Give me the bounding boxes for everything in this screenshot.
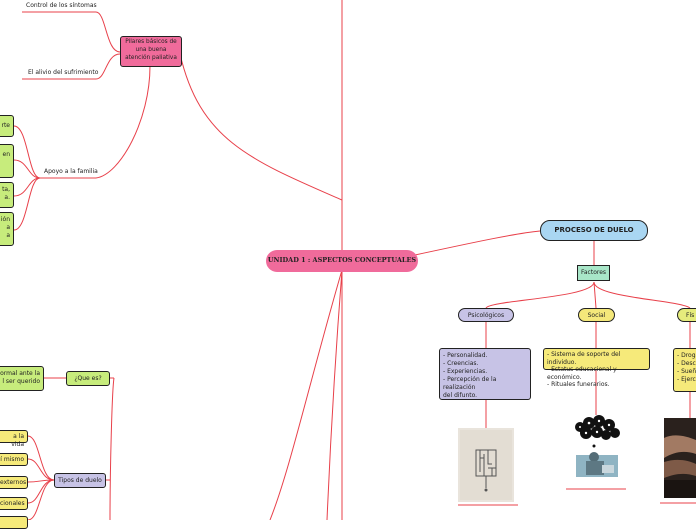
- social-item-2: - Estatus educacional y económico.: [547, 366, 646, 381]
- psico-item-1: - Personalidad.: [443, 352, 527, 360]
- social-item-1: - Sistema de soporte del individuo.: [547, 351, 646, 366]
- apoyo-child-3-line-2: a.: [0, 194, 10, 202]
- tipo-duelo-2[interactable]: í mismo: [0, 453, 28, 466]
- tipo-duelo-4-text: cionales: [0, 500, 25, 507]
- tipo-duelo-1-text: a la vida: [11, 433, 24, 448]
- central-topic[interactable]: UNIDAD 1 : ASPECTOS CONCEPTUALES: [266, 250, 418, 272]
- definicion-node[interactable]: ormal ante la l ser querido: [0, 366, 44, 391]
- apoyo-child-2[interactable]: en: [0, 144, 14, 178]
- apoyo-child-1[interactable]: rte: [0, 115, 14, 137]
- definicion-line-2: l ser querido: [0, 378, 40, 386]
- thought-bubbles-image[interactable]: [572, 415, 622, 478]
- tipo-duelo-1[interactable]: a la vida: [0, 430, 28, 443]
- hands-image[interactable]: [664, 418, 696, 498]
- tipos-duelo-label: Tipos de duelo: [58, 477, 102, 484]
- que-es-label: ¿Que es?: [74, 375, 101, 382]
- maze-image[interactable]: [458, 428, 514, 502]
- tipo-duelo-3[interactable]: externos: [0, 476, 28, 489]
- proceso-duelo-node[interactable]: PROCESO DE DUELO: [540, 220, 648, 241]
- apoyo-child-3[interactable]: ta, a.: [0, 182, 14, 208]
- social-list[interactable]: - Sistema de soporte del individuo. - Es…: [543, 348, 650, 370]
- hands-icon: [664, 418, 696, 498]
- fisico-list[interactable]: - Droga - Desca - Sueño - Ejercic: [673, 348, 696, 392]
- maze-icon: [458, 428, 514, 502]
- apoyo-child-1-text: rte: [1, 122, 10, 129]
- thought-bubbles-icon: [572, 415, 622, 478]
- fisico-label: Fís: [686, 312, 694, 319]
- psicologicos-list[interactable]: - Personalidad. - Creencias. - Experienc…: [439, 348, 531, 400]
- fisico-node[interactable]: Fís: [677, 308, 696, 322]
- psico-item-3: - Experiencias.: [443, 368, 527, 376]
- psicologicos-label: Psicológicos: [468, 312, 504, 319]
- apoyo-child-4-line-2: a: [0, 224, 10, 232]
- pilares-node[interactable]: Pilares básicos de una buena atención pa…: [120, 36, 182, 67]
- apoyo-child-3-line-1: ta,: [0, 186, 10, 194]
- psico-item-5: del difunto.: [443, 392, 527, 400]
- fisico-item-2: - Desca: [677, 360, 696, 368]
- factores-node[interactable]: Factores: [577, 265, 610, 281]
- central-topic-label: UNIDAD 1 : ASPECTOS CONCEPTUALES: [268, 256, 416, 264]
- apoyo-child-2-text: en: [3, 151, 11, 158]
- fisico-item-1: - Droga: [677, 352, 696, 360]
- definicion-line-1: ormal ante la: [0, 370, 40, 378]
- apoyo-child-4-line-1: ión: [0, 216, 10, 224]
- tipos-duelo-node[interactable]: Tipos de duelo: [54, 473, 106, 488]
- social-node[interactable]: Social: [578, 308, 615, 322]
- tipo-duelo-5[interactable]: [0, 516, 28, 529]
- fisico-item-4: - Ejercic: [677, 376, 696, 384]
- tipo-duelo-3-text: externos: [0, 479, 26, 486]
- proceso-duelo-label: PROCESO DE DUELO: [554, 226, 633, 234]
- pilares-label: Pilares básicos de una buena atención pa…: [125, 39, 177, 61]
- apoyo-familia-label[interactable]: Apoyo a la familia: [44, 168, 98, 176]
- tipo-duelo-4[interactable]: cionales: [0, 497, 28, 510]
- que-es-node[interactable]: ¿Que es?: [66, 371, 110, 386]
- psico-item-2: - Creencias.: [443, 360, 527, 368]
- apoyo-child-4-line-3: a: [0, 232, 10, 240]
- factores-label: Factores: [581, 269, 606, 276]
- apoyo-child-4[interactable]: ión a a: [0, 212, 14, 246]
- control-sintomas-label[interactable]: Control de los síntomas: [26, 2, 97, 10]
- social-label: Social: [588, 312, 606, 319]
- psico-item-4: - Percepción de la realización: [443, 376, 527, 392]
- social-item-3: - Rituales funerarios.: [547, 381, 646, 389]
- tipo-duelo-2-text: í mismo: [0, 456, 24, 463]
- alivio-label[interactable]: El alivio del sufrimiento: [28, 69, 98, 77]
- psicologicos-node[interactable]: Psicológicos: [458, 308, 514, 322]
- fisico-item-3: - Sueño: [677, 368, 696, 376]
